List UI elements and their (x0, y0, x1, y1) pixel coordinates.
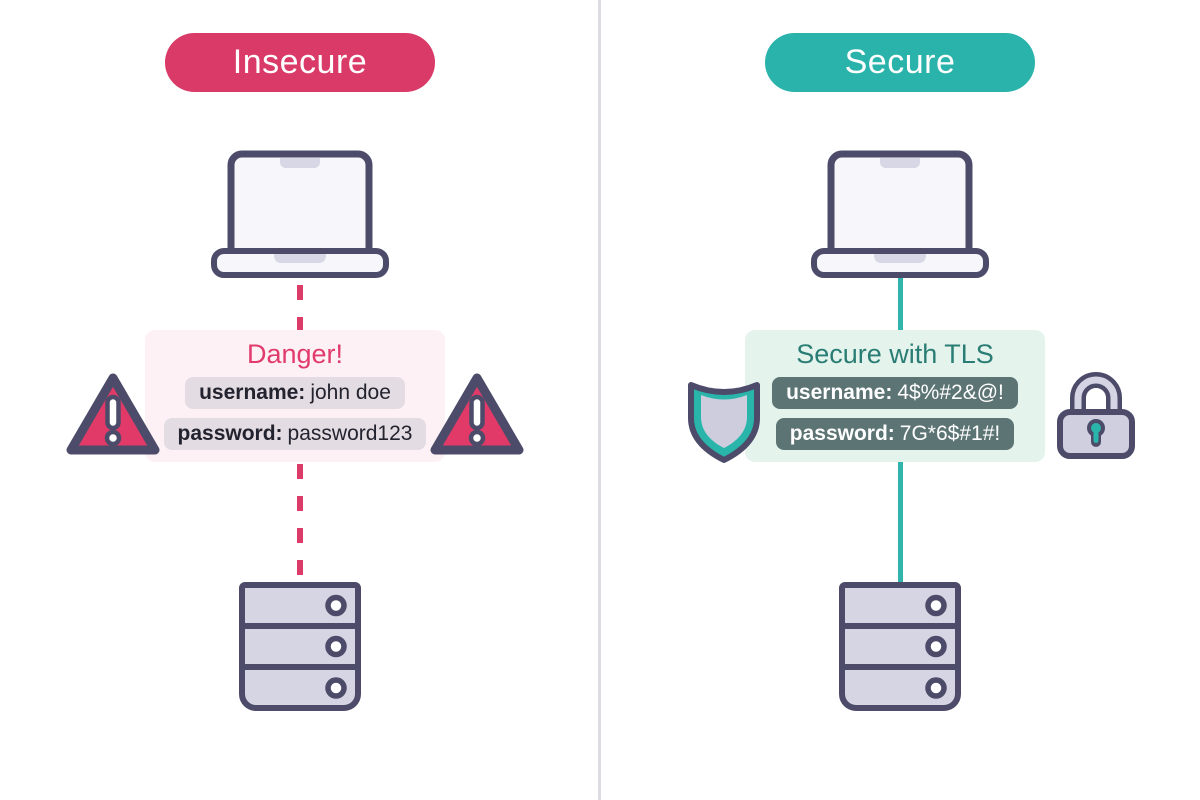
password-row: password:password123 (163, 418, 427, 450)
insecure-connection-line (297, 285, 303, 331)
password-label: password: (789, 422, 895, 445)
credential-rows: username:john doe password:password123 (145, 377, 445, 450)
username-value: 4$%#2&@! (897, 381, 1004, 404)
laptop-icon (210, 149, 390, 279)
secure-title: Secure with TLS (796, 339, 994, 369)
danger-box: Danger! username:john doe password:passw… (145, 330, 445, 462)
laptop-icon (810, 149, 990, 279)
warning-triangle-icon (62, 368, 164, 464)
server-icon (835, 581, 965, 714)
username-row: username:4$%#2&@! (772, 377, 1018, 409)
password-label: password: (177, 422, 283, 445)
secure-connection-line (898, 278, 903, 330)
shield-icon (684, 372, 764, 466)
danger-title: Danger! (246, 339, 344, 369)
username-value: john doe (310, 381, 391, 404)
username-label: username: (199, 381, 306, 404)
credential-rows: username:4$%#2&@! password:7G*6$#1#! (745, 377, 1045, 450)
insecure-badge: Insecure (165, 33, 435, 92)
password-value: password123 (287, 422, 413, 445)
username-label: username: (786, 381, 893, 404)
warning-triangle-icon (426, 368, 528, 464)
username-row: username:john doe (185, 377, 405, 409)
server-icon (235, 581, 365, 714)
secure-box: Secure with TLS username:4$%#2&@! passwo… (745, 330, 1045, 462)
panel-divider (598, 0, 601, 800)
secure-connection-line (898, 462, 903, 582)
secure-badge: Secure (765, 33, 1035, 92)
password-row: password:7G*6$#1#! (775, 418, 1015, 450)
padlock-icon (1050, 366, 1142, 460)
password-value: 7G*6$#1#! (899, 422, 1001, 445)
insecure-connection-line (297, 464, 303, 582)
